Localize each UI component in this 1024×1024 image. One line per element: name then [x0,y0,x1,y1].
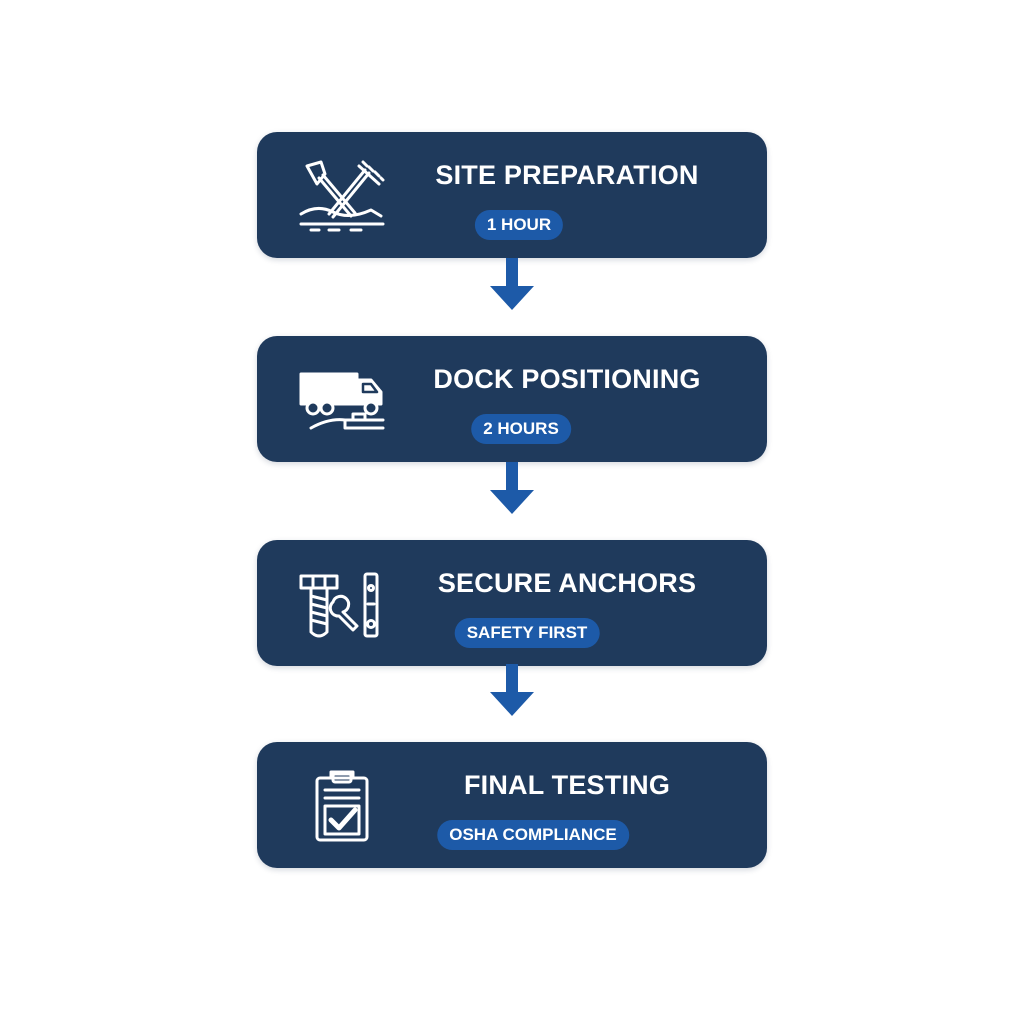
bolt-wrench-level-icon [295,566,387,642]
compliance-badge: OSHA COMPLIANCE [437,820,629,850]
step-dock-positioning: DOCK POSITIONING 2 HOURS [257,336,767,462]
arrow-down-icon [488,258,536,312]
arrow-down-icon [488,462,536,516]
shovel-rake-icon [295,158,387,234]
truck-ramp-icon [295,362,387,438]
step-title: SITE PREPARATION [435,160,699,190]
step-title: SECURE ANCHORS [437,568,697,598]
safety-badge: SAFETY FIRST [454,618,600,648]
step-final-testing: FINAL TESTING OSHA COMPLIANCE [257,742,767,868]
step-title: DOCK POSITIONING [433,364,701,394]
step-site-preparation: SITE PREPARATION 1 HOUR [257,132,767,258]
arrow-down-icon [488,664,536,718]
clipboard-check-icon [295,768,387,844]
step-secure-anchors: SECURE ANCHORS SAFETY FIRST [257,540,767,666]
duration-badge: 1 HOUR [474,210,564,240]
step-title: FINAL TESTING [463,770,671,800]
duration-badge: 2 HOURS [471,414,571,444]
